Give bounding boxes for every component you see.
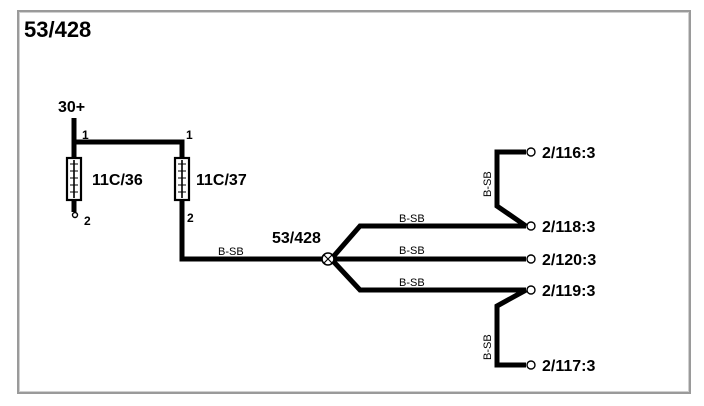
fuse-b-pin-top: 1 [186,128,193,142]
fuse-11c-37 [173,156,191,202]
terminal-117-connector [526,360,536,370]
fuse-a-pin2-terminal [71,211,79,219]
fuse-a-pin-top: 1 [82,128,89,142]
splice-label: 53/428 [272,230,321,247]
terminal-120-connector [526,254,536,264]
wire-label-117: B-SB [482,334,494,360]
wire-119-to-117 [494,287,528,368]
terminal-117-label: 2/117:3 [542,358,595,375]
wire-label-120: B-SB [399,245,425,257]
wire-label-119: B-SB [399,277,425,289]
wire-splice-to-119 [331,259,526,293]
wire-label-feed: B-SB [218,246,244,258]
diagram-title: 53/428 [24,17,91,42]
wire-fuse-a-to-fuse-b [74,139,185,160]
wire-label-118: B-SB [399,213,425,225]
terminal-119-label: 2/119:3 [542,283,595,300]
terminal-119-connector [526,285,536,295]
diagram-frame [17,10,691,394]
fuse-11c-36 [65,156,83,202]
fuse-a-label: 11C/36 [92,172,143,189]
terminal-118-label: 2/118:3 [542,219,595,236]
terminal-118-connector [526,221,536,231]
terminal-116-connector [526,147,536,157]
fuse-b-pin-bottom: 2 [187,211,194,225]
power-label: 30+ [58,99,85,116]
wire-fuse-b-to-splice [179,200,322,262]
terminal-116-label: 2/116:3 [542,145,595,162]
wire-splice-to-118 [331,223,526,259]
fuse-a-pin-bottom: 2 [84,214,91,228]
fuse-b-label: 11C/37 [196,172,247,189]
wire-label-116: B-SB [482,171,494,197]
wire-118-to-116 [494,149,528,229]
terminal-120-label: 2/120:3 [542,252,596,269]
